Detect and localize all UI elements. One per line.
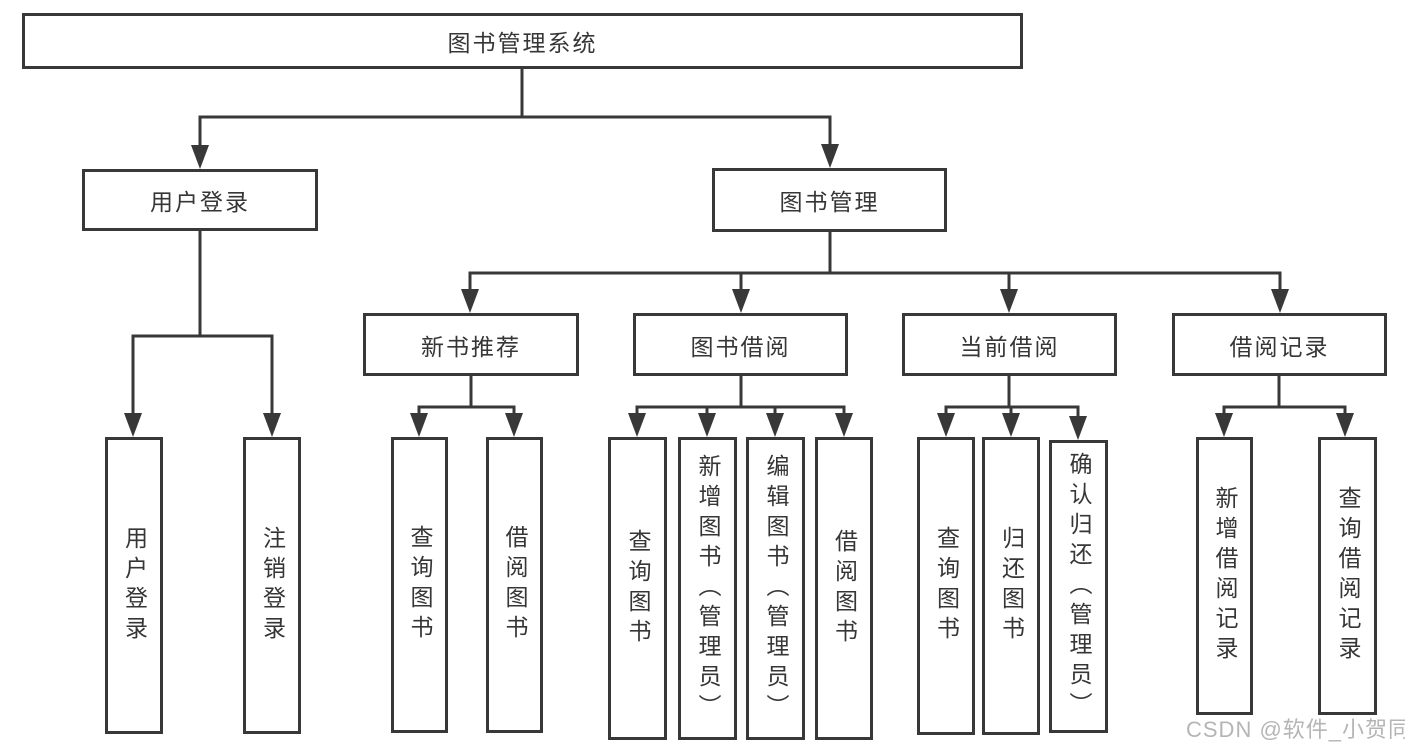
- node-add-books-admin: 新增图书（管理员）: [678, 437, 737, 740]
- node-label: 借阅记录: [1229, 333, 1330, 360]
- node-borrow-books: 借阅图书: [815, 437, 873, 740]
- node-book-borrowing: 图书借阅: [633, 313, 848, 376]
- node-query-books-current: 查询图书: [917, 437, 975, 735]
- node-add-borrow-record: 新增借阅记录: [1196, 437, 1253, 715]
- node-query-books-borrowing: 查询图书: [608, 437, 667, 740]
- node-label: 图书管理系统: [447, 30, 598, 56]
- node-label: 新增借阅记录: [1212, 486, 1238, 666]
- node-label: 用户登录: [121, 525, 148, 646]
- node-new-book-recommendation: 新书推荐: [363, 313, 579, 376]
- node-borrowing-records: 借阅记录: [1172, 313, 1387, 376]
- node-label: 编辑图书（管理员）: [763, 453, 789, 724]
- node-label: 图书借阅: [690, 333, 791, 360]
- node-query-borrow-record: 查询借阅记录: [1318, 437, 1377, 715]
- node-label: 归还图书: [998, 526, 1025, 646]
- node-confirm-return-admin: 确认归还（管理员）: [1049, 440, 1108, 733]
- node-user-login-module: 用户登录: [82, 169, 318, 231]
- node-label: 注销登录: [259, 525, 286, 646]
- node-label: 确认归还（管理员）: [1066, 451, 1092, 722]
- node-label: 新书推荐: [421, 333, 521, 360]
- node-borrow-books-recommend: 借阅图书: [486, 437, 543, 733]
- node-label: 借阅图书: [502, 525, 528, 645]
- node-label: 查询借阅记录: [1335, 486, 1361, 666]
- node-book-management-module: 图书管理: [712, 168, 947, 232]
- node-current-borrowing: 当前借阅: [902, 313, 1117, 376]
- node-label: 借阅图书: [831, 528, 858, 649]
- node-label: 查询图书: [625, 528, 651, 649]
- node-label: 查询图书: [933, 526, 960, 646]
- csdn-watermark: CSDN @软件_小贺同学: [1186, 717, 1405, 742]
- node-edit-books-admin: 编辑图书（管理员）: [746, 437, 805, 740]
- node-label: 图书管理: [779, 189, 880, 215]
- node-user-login: 用户登录: [105, 437, 163, 734]
- node-library-management-system: 图书管理系统: [22, 13, 1023, 69]
- node-label: 查询图书: [407, 525, 433, 645]
- node-label: 当前借阅: [959, 333, 1060, 360]
- node-logout: 注销登录: [243, 437, 301, 734]
- node-label: 新增图书（管理员）: [695, 453, 721, 724]
- node-label: 用户登录: [150, 189, 250, 215]
- node-query-books-recommend: 查询图书: [391, 437, 448, 733]
- node-return-books: 归还图书: [982, 437, 1040, 735]
